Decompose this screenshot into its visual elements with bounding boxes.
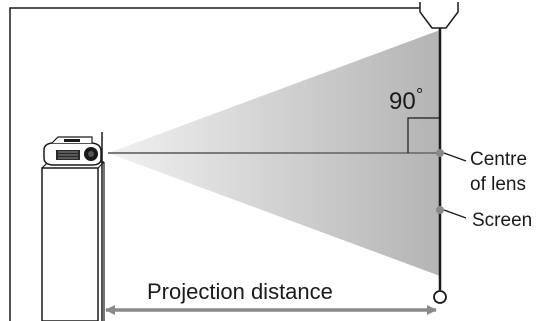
- screen-label: Screen: [472, 210, 532, 231]
- degree-symbol: °: [416, 85, 423, 105]
- screen-bottom-ring: [433, 290, 447, 304]
- projector-icon: [43, 136, 102, 166]
- screen-dot: [436, 206, 444, 214]
- screen-leader: [443, 209, 467, 219]
- projection-distance-label: Projection distance: [147, 279, 333, 304]
- projector-stand: [41, 161, 105, 321]
- centre-of-lens-label-line2: of lens: [470, 174, 526, 195]
- right-angle-marker: [407, 117, 440, 153]
- screen-mount: [419, 2, 459, 29]
- wall-outline: [9, 7, 420, 321]
- centre-of-lens-dot: [436, 149, 444, 157]
- centre-of-lens-leader: [443, 152, 467, 162]
- centre-of-lens-label-line1: Centre: [470, 149, 527, 170]
- angle-label: 90: [389, 88, 416, 115]
